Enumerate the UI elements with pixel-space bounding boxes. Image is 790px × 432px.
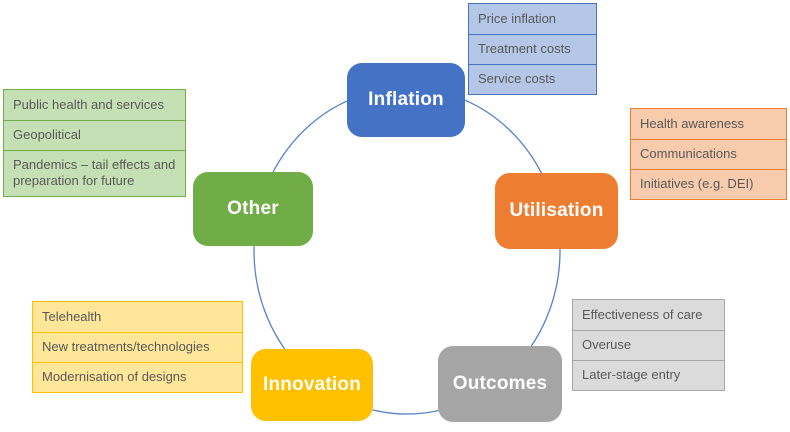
- node-other: Other: [193, 172, 313, 246]
- list-item: Public health and services: [4, 90, 185, 120]
- list-item: Price inflation: [469, 4, 596, 34]
- node-innovation: Innovation: [251, 349, 373, 421]
- list-item: Treatment costs: [469, 34, 596, 64]
- node-inflation-label: Inflation: [368, 89, 444, 110]
- list-item: Pandemics – tail effects and preparation…: [4, 150, 185, 196]
- node-innovation-label: Innovation: [262, 374, 362, 395]
- innovation-items: Telehealth New treatments/technologies M…: [32, 301, 243, 393]
- list-item: Effectiveness of care: [573, 300, 724, 330]
- list-item: Initiatives (e.g. DEI): [631, 169, 786, 199]
- node-outcomes: Outcomes: [438, 346, 562, 422]
- other-items: Public health and services Geopolitical …: [3, 89, 186, 197]
- list-item: Modernisation of designs: [33, 362, 242, 392]
- list-item: Geopolitical: [4, 120, 185, 150]
- list-item: New treatments/technologies: [33, 332, 242, 362]
- outcomes-items: Effectiveness of care Overuse Later-stag…: [572, 299, 725, 391]
- node-inflation: Inflation: [347, 63, 465, 137]
- node-utilisation: Utilisation: [495, 173, 618, 249]
- node-other-label: Other: [227, 198, 279, 219]
- list-item: Overuse: [573, 330, 724, 360]
- node-utilisation-label: Utilisation: [509, 200, 604, 221]
- node-outcomes-label: Outcomes: [452, 373, 548, 394]
- list-item: Communications: [631, 139, 786, 169]
- list-item: Service costs: [469, 64, 596, 94]
- list-item: Telehealth: [33, 302, 242, 332]
- list-item: Health awareness: [631, 109, 786, 139]
- inflation-items: Price inflation Treatment costs Service …: [468, 3, 597, 95]
- utilisation-items: Health awareness Communications Initiati…: [630, 108, 787, 200]
- list-item: Later-stage entry: [573, 360, 724, 390]
